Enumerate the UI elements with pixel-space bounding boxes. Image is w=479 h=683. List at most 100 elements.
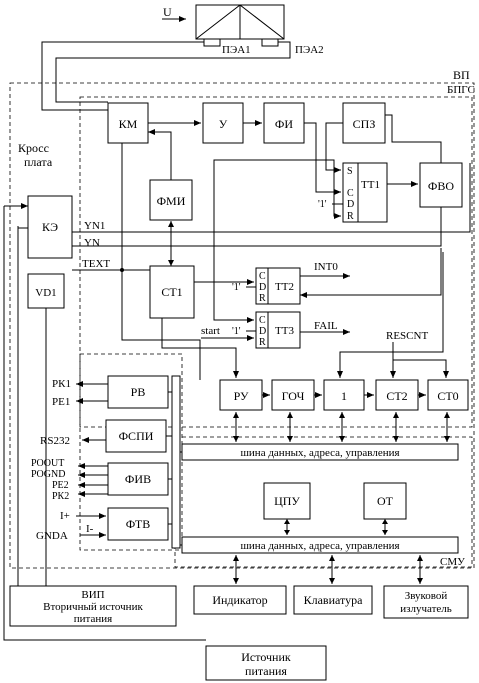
fiv-block bbox=[107, 462, 169, 496]
vp-label: ВП bbox=[453, 68, 470, 82]
power-source-label-line1: Источник bbox=[241, 650, 291, 664]
power-source-block bbox=[205, 645, 327, 681]
signal-fail-label: FAIL bbox=[314, 320, 338, 332]
tt3-block bbox=[255, 311, 301, 349]
tt2-label: ТТ2 bbox=[275, 281, 294, 293]
vd1-label: VD1 bbox=[35, 287, 56, 299]
interface-vertical-bus bbox=[171, 375, 181, 549]
wire-yn bbox=[72, 207, 442, 247]
spz-label: СПЗ bbox=[353, 117, 376, 131]
tt3-pin-c: C bbox=[259, 315, 266, 326]
ke-label: КЭ bbox=[42, 220, 58, 234]
bus-taps-lower bbox=[233, 519, 423, 584]
tt1-block bbox=[342, 162, 388, 223]
km-block bbox=[107, 102, 149, 144]
tt1-pin-r: R bbox=[347, 211, 354, 222]
or-gate-block bbox=[323, 379, 365, 411]
keyboard-block bbox=[293, 585, 373, 615]
fi-label: ФИ bbox=[275, 117, 293, 131]
fmi-st1-arrow-down bbox=[168, 260, 174, 266]
tt2-block bbox=[255, 267, 301, 305]
smu-label: СМУ bbox=[440, 556, 465, 568]
bpgs-region-frame bbox=[79, 96, 473, 428]
st2-block bbox=[375, 379, 419, 411]
ke-block bbox=[27, 195, 73, 259]
fmi-label: ФМИ bbox=[157, 194, 186, 208]
indicator-block bbox=[193, 585, 287, 615]
vip-block bbox=[9, 585, 177, 627]
keyboard-label: Клавиатура bbox=[304, 593, 364, 607]
wire-fvo-feedback bbox=[385, 114, 442, 163]
wire-fi-to-tt1-c bbox=[304, 122, 341, 195]
tt2-pin-c: C bbox=[259, 271, 266, 282]
wire-fvo-to-tt2 bbox=[300, 248, 442, 298]
lower-bus bbox=[181, 536, 459, 554]
wire-to-tt3-c bbox=[213, 282, 254, 323]
tt3-label: ТТ3 bbox=[275, 325, 294, 337]
signal-poout-label: POOUT bbox=[31, 458, 64, 469]
signal-rescnt-label: RESCNT bbox=[386, 330, 428, 342]
signal-rk1-label: РК1 bbox=[52, 378, 71, 390]
wire-st1-to-ru bbox=[161, 318, 239, 378]
goch-block bbox=[271, 379, 315, 411]
fi-block bbox=[263, 102, 305, 144]
wire-ke-to-vip bbox=[17, 227, 28, 586]
signal-yn1-label: YN1 bbox=[84, 220, 105, 232]
bus-taps-upper bbox=[233, 412, 450, 442]
tt1-pin-s: S bbox=[347, 166, 353, 177]
spz-block bbox=[342, 102, 386, 144]
signal-rs232-label: RS232 bbox=[40, 435, 70, 447]
u-block bbox=[202, 102, 244, 144]
ftv-block bbox=[107, 507, 169, 541]
signal-rk2-label: РК2 bbox=[52, 491, 69, 502]
wire-yn1 bbox=[72, 163, 471, 233]
cpu-label: ЦПУ bbox=[274, 494, 300, 508]
indicator-label: Индикатор bbox=[212, 593, 267, 607]
tt3-pin-r: R bbox=[259, 337, 266, 348]
st2-label: СТ2 bbox=[386, 389, 407, 403]
lower-bus-label: шина данных, адреса, управления bbox=[240, 540, 399, 552]
st1-label: СТ1 bbox=[161, 285, 182, 299]
vip-label-line1: ВИП bbox=[81, 589, 104, 601]
cross-board-label-line1: Кросс bbox=[18, 141, 49, 155]
ot-label: ОТ bbox=[377, 494, 394, 508]
cross-board-label-line2: плата bbox=[24, 155, 53, 169]
fvo-label: ФВО bbox=[428, 179, 454, 193]
tt2-const-one: '1' bbox=[232, 282, 241, 293]
wire-pea1-to-km bbox=[41, 41, 204, 111]
u-block-label: У bbox=[219, 117, 228, 131]
upper-bus-label: шина данных, адреса, управления bbox=[240, 447, 399, 459]
tt3-pin-d: D bbox=[259, 326, 266, 337]
signal-int0-label: INT0 bbox=[314, 261, 338, 273]
signal-yn-label: YN bbox=[84, 237, 100, 249]
tt1-pin-c: C bbox=[347, 188, 354, 199]
signal-text-label: TEXT bbox=[82, 258, 110, 270]
buzzer-label-line2: излучатель bbox=[400, 603, 452, 615]
signal-i-plus-label: I+ bbox=[60, 510, 70, 522]
cpu-block bbox=[263, 482, 311, 520]
vip-label-line3: питания bbox=[74, 613, 112, 625]
signal-re1-label: РЕ1 bbox=[52, 396, 70, 408]
wire-pea2-to-km bbox=[55, 41, 291, 103]
vip-label-line2: Вторичный источник bbox=[43, 601, 143, 613]
tt2-pin-d: D bbox=[259, 282, 266, 293]
fiv-label: ФИВ bbox=[125, 472, 151, 486]
wire-reset-tt1 bbox=[213, 159, 341, 282]
fmi-block bbox=[149, 179, 193, 221]
buzzer-block bbox=[383, 585, 469, 619]
tt3-const-one: '1' bbox=[232, 326, 241, 337]
ru-block bbox=[219, 379, 263, 411]
km-label: КМ bbox=[119, 117, 138, 131]
signal-u-label: U bbox=[163, 5, 172, 19]
ru-label: РУ bbox=[234, 389, 249, 403]
power-source-label-line2: питания bbox=[245, 664, 287, 678]
pea1-label: ПЭА1 bbox=[222, 44, 251, 56]
smu-region-frame bbox=[174, 436, 473, 568]
signal-re2-label: РЕ2 bbox=[52, 480, 69, 491]
solar-panel-symbol bbox=[195, 4, 285, 47]
goch-label: ГОЧ bbox=[282, 389, 305, 403]
tt2-pin-r: R bbox=[259, 293, 266, 304]
wire-rescnt-to-st0 bbox=[393, 359, 449, 378]
vp-region-frame bbox=[9, 82, 475, 569]
